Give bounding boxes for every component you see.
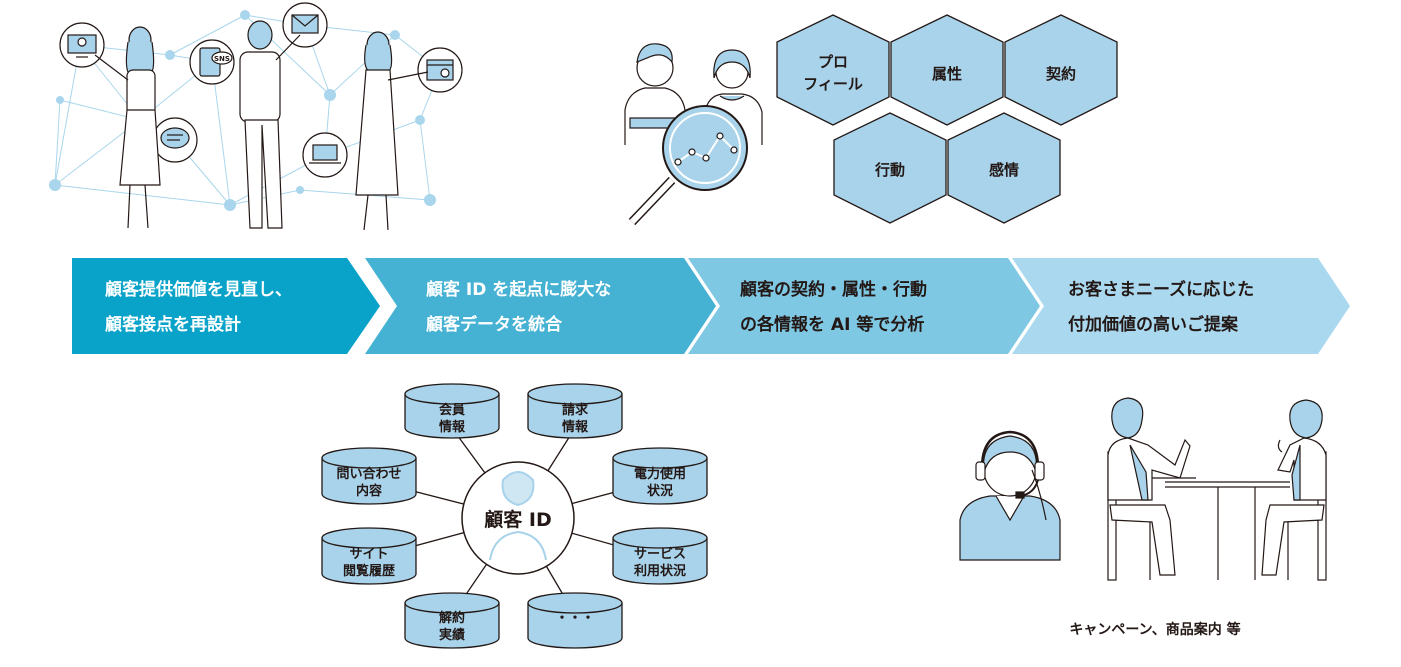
db-cancellation-record: 解約 実績 xyxy=(404,592,500,649)
db-cancel-label-1: 解約 xyxy=(438,610,465,626)
mail-icon xyxy=(282,2,328,48)
db-inquiry-label-2: 内容 xyxy=(356,483,382,499)
sns-tablet-icon: SNS xyxy=(189,39,235,85)
sns-label: SNS xyxy=(214,55,230,63)
woman-person-icon xyxy=(94,26,161,229)
laptop-icon xyxy=(302,132,348,178)
db-site-history: サイト 閲覧履歴 xyxy=(321,527,417,585)
step-4-line-1: お客さまニーズに応じた xyxy=(1068,279,1254,300)
hexagon-behavior-label: 行動 xyxy=(874,161,905,179)
hexagon-emotion-label: 感情 xyxy=(989,161,1019,179)
hexagon-attribute-label: 属性 xyxy=(932,65,962,83)
step-3: 顧客の契約・属性・行動 の各情報を AI 等で分析 xyxy=(688,258,1040,354)
step-4-line-2: 付加価値の高いご提案 xyxy=(1068,314,1239,335)
step-2-line-2: 顧客データを統合 xyxy=(426,314,563,335)
hexagon-profile: プロ フィール xyxy=(776,14,890,126)
db-power-label-1: 電力使用 xyxy=(634,466,686,482)
db-power-label-2: 状況 xyxy=(647,483,673,499)
step-2-line-1: 顧客 ID を起点に膨大な xyxy=(426,279,611,300)
man-person-icon xyxy=(239,20,301,229)
step-4: お客さまニーズに応じた 付加価値の高いご提案 xyxy=(1012,258,1350,354)
db-member-label-1: 会員 xyxy=(439,402,465,418)
hub-label: 顧客 ID xyxy=(484,508,551,531)
db-billing-label-2: 情報 xyxy=(562,419,589,435)
hexagon-behavior: 行動 xyxy=(833,112,947,224)
db-more: ・・・ xyxy=(527,592,623,649)
hub-circle: 顧客 ID xyxy=(461,461,575,575)
step-3-line-2: の各情報を AI 等で分析 xyxy=(740,314,924,335)
woman2-person-icon xyxy=(355,31,429,231)
db-more-label: ・・・ xyxy=(555,611,594,626)
hexagon-group: プロ フィール 属性 契約 行動 感情 xyxy=(776,14,1118,224)
db-site-label-1: サイト xyxy=(349,547,388,562)
step-3-line-1: 顧客の契約・属性・行動 xyxy=(740,279,927,300)
hexagon-attribute: 属性 xyxy=(890,14,1004,126)
touchpoint-network-illustration: SNS xyxy=(49,2,463,231)
user-avatar-icon xyxy=(489,471,547,561)
hexagon-emotion: 感情 xyxy=(947,112,1061,224)
hexagon-profile-label-1: プロ xyxy=(818,53,848,71)
hexagon-contract-label: 契約 xyxy=(1045,65,1076,83)
chat-bubble-icon xyxy=(152,117,198,163)
hexagon-profile-label-2: フィール xyxy=(803,75,863,93)
step-2: 顧客 ID を起点に膨大な 顧客データを統合 xyxy=(365,258,716,354)
analysis-illustration xyxy=(624,43,763,226)
customer-id-hub-diagram: 顧客 ID 会員 情報 請求 情報 電力使用 状況 サービス 利用状況 xyxy=(321,383,708,649)
sales-meeting-icon xyxy=(1107,397,1327,581)
proposal-caption: キャンペーン、商品案内 等 xyxy=(1069,621,1240,638)
db-inquiry-content: 問い合わせ 内容 xyxy=(321,447,417,505)
step-1-line-2: 顧客接点を再設計 xyxy=(105,314,241,335)
process-steps: 顧客提供価値を見直し、 顧客接点を再設計 顧客 ID を起点に膨大な 顧客データ… xyxy=(72,258,1350,354)
db-site-label-2: 閲覧履歴 xyxy=(343,563,395,579)
proposal-illustration: キャンペーン、商品案内 等 xyxy=(959,397,1327,638)
hexagon-contract: 契約 xyxy=(1004,14,1118,126)
db-service-label-1: サービス xyxy=(634,546,686,562)
step-1: 顧客提供価値を見直し、 顧客接点を再設計 xyxy=(72,258,380,354)
video-call-icon xyxy=(59,22,105,68)
call-center-operator-icon xyxy=(959,430,1061,561)
db-service-label-2: 利用状況 xyxy=(634,563,686,579)
web-browser-icon xyxy=(417,47,463,93)
db-member-info: 会員 情報 xyxy=(404,383,500,439)
db-member-label-2: 情報 xyxy=(439,419,466,435)
db-billing-info: 請求 情報 xyxy=(527,383,623,439)
magnifier-chart-icon xyxy=(628,105,748,226)
db-service-usage: サービス 利用状況 xyxy=(612,527,708,585)
db-inquiry-label-1: 問い合わせ xyxy=(336,466,401,482)
db-billing-label-1: 請求 xyxy=(562,402,589,418)
db-cancel-label-2: 実績 xyxy=(439,627,465,643)
step-1-line-1: 顧客提供価値を見直し、 xyxy=(105,279,292,300)
db-power-usage: 電力使用 状況 xyxy=(612,447,708,505)
